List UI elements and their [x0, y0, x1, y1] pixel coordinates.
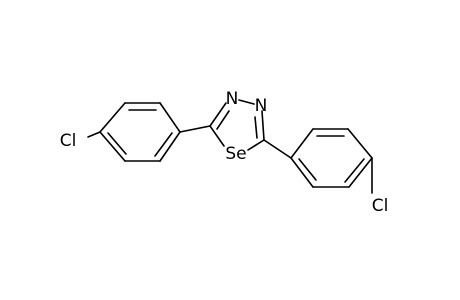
bond-c5-se	[247, 139, 265, 151]
atom-cl-left: Cl	[60, 131, 77, 151]
right-phenyl-ring	[290, 128, 373, 188]
bond-r6	[290, 157, 314, 188]
bond-ring-left-to-c2	[179, 125, 211, 133]
atom-cl-right: Cl	[372, 196, 389, 216]
bond-n4-c5	[261, 110, 265, 141]
bond-r4	[348, 157, 373, 188]
atom-se: Se	[225, 144, 246, 164]
bond-cl-left	[87, 131, 101, 138]
bond-l4	[159, 131, 181, 162]
atom-n-top-left: N	[226, 89, 239, 109]
bond-r6-double	[298, 158, 317, 181]
bond-c2-n3	[209, 102, 227, 127]
bond-r1	[290, 128, 314, 159]
bond-l3	[159, 102, 181, 133]
bond-r4-double	[344, 158, 365, 183]
bond-n4-c5-double	[254, 116, 258, 139]
bond-l6-double	[107, 132, 127, 155]
bond-l4-double	[154, 132, 173, 157]
bond-c5-to-ring-right	[263, 139, 292, 159]
bond-n3-n4	[238, 99, 255, 105]
atom-n-top-right: N	[255, 96, 268, 116]
bond-l6	[99, 131, 126, 162]
left-phenyl-ring	[99, 102, 181, 162]
bond-r3	[347, 128, 373, 159]
bond-c2-n3-double	[216, 110, 230, 130]
selenadiazole-ring	[209, 99, 265, 151]
bond-se-c2	[209, 125, 225, 147]
bond-l1	[99, 102, 126, 133]
